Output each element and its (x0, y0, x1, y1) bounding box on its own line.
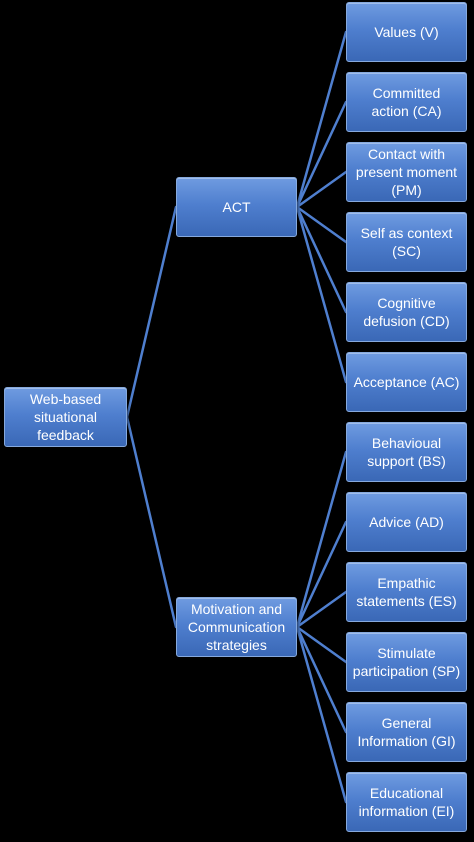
values-node-label: Values (V) (374, 24, 439, 40)
advice-node-label: Advice (AD) (369, 514, 444, 530)
connector-motivation-advice (295, 520, 348, 629)
committed-action-node: Committed action (CA) (346, 72, 467, 132)
empathic-statements-node: Empathic statements (ES) (346, 562, 467, 622)
present-moment-node: Contact with present moment (PM) (346, 142, 467, 202)
connector-act-values (295, 30, 348, 209)
values-node: Values (V) (346, 2, 467, 62)
connector-motivation-empathic-statements (295, 590, 348, 629)
behavioural-support-node-label: Behavioual support (BS) (367, 435, 446, 469)
root-node-label: Web-based situational feedback (29, 391, 102, 443)
connector-motivation-general-information (295, 625, 348, 734)
stimulate-participation-node-label: Stimulate participation (SP) (352, 645, 461, 679)
empathic-statements-node-label: Empathic statements (ES) (356, 575, 457, 609)
connector-act-cognitive-defusion (295, 205, 348, 314)
motivation-node-label: Motivation and Communication strategies (187, 601, 286, 653)
stimulate-participation-node: Stimulate participation (SP) (346, 632, 467, 692)
connector-motivation-behavioural-support (295, 450, 348, 629)
act-node-label: ACT (222, 199, 251, 215)
cognitive-defusion-node: Cognitive defusion (CD) (346, 282, 467, 342)
educational-information-node-label: Educational information (EI) (358, 785, 455, 819)
educational-information-node: Educational information (EI) (346, 772, 467, 832)
advice-node: Advice (AD) (346, 492, 467, 552)
connector-root-motivation (125, 415, 178, 629)
cognitive-defusion-node-label: Cognitive defusion (CD) (363, 295, 450, 329)
acceptance-node: Acceptance (AC) (346, 352, 467, 412)
behavioural-support-node: Behavioual support (BS) (346, 422, 467, 482)
connector-act-present-moment (295, 170, 348, 209)
motivation-node: Motivation and Communication strategies (176, 597, 297, 657)
connector-act-committed-action (295, 100, 348, 209)
self-as-context-node-label: Self as context (SC) (360, 225, 453, 259)
acceptance-node-label: Acceptance (AC) (353, 374, 460, 390)
connector-act-acceptance (295, 205, 348, 384)
committed-action-node-label: Committed action (CA) (371, 85, 442, 119)
root-node: Web-based situational feedback (4, 387, 127, 447)
present-moment-node-label: Contact with present moment (PM) (355, 146, 458, 198)
connector-root-act (125, 205, 178, 419)
general-information-node: General Information (GI) (346, 702, 467, 762)
connector-motivation-educational-information (295, 625, 348, 804)
connector-motivation-stimulate-participation (295, 625, 348, 664)
connector-act-self-as-context (295, 205, 348, 244)
self-as-context-node: Self as context (SC) (346, 212, 467, 272)
general-information-node-label: General Information (GI) (357, 715, 456, 749)
act-node: ACT (176, 177, 297, 237)
